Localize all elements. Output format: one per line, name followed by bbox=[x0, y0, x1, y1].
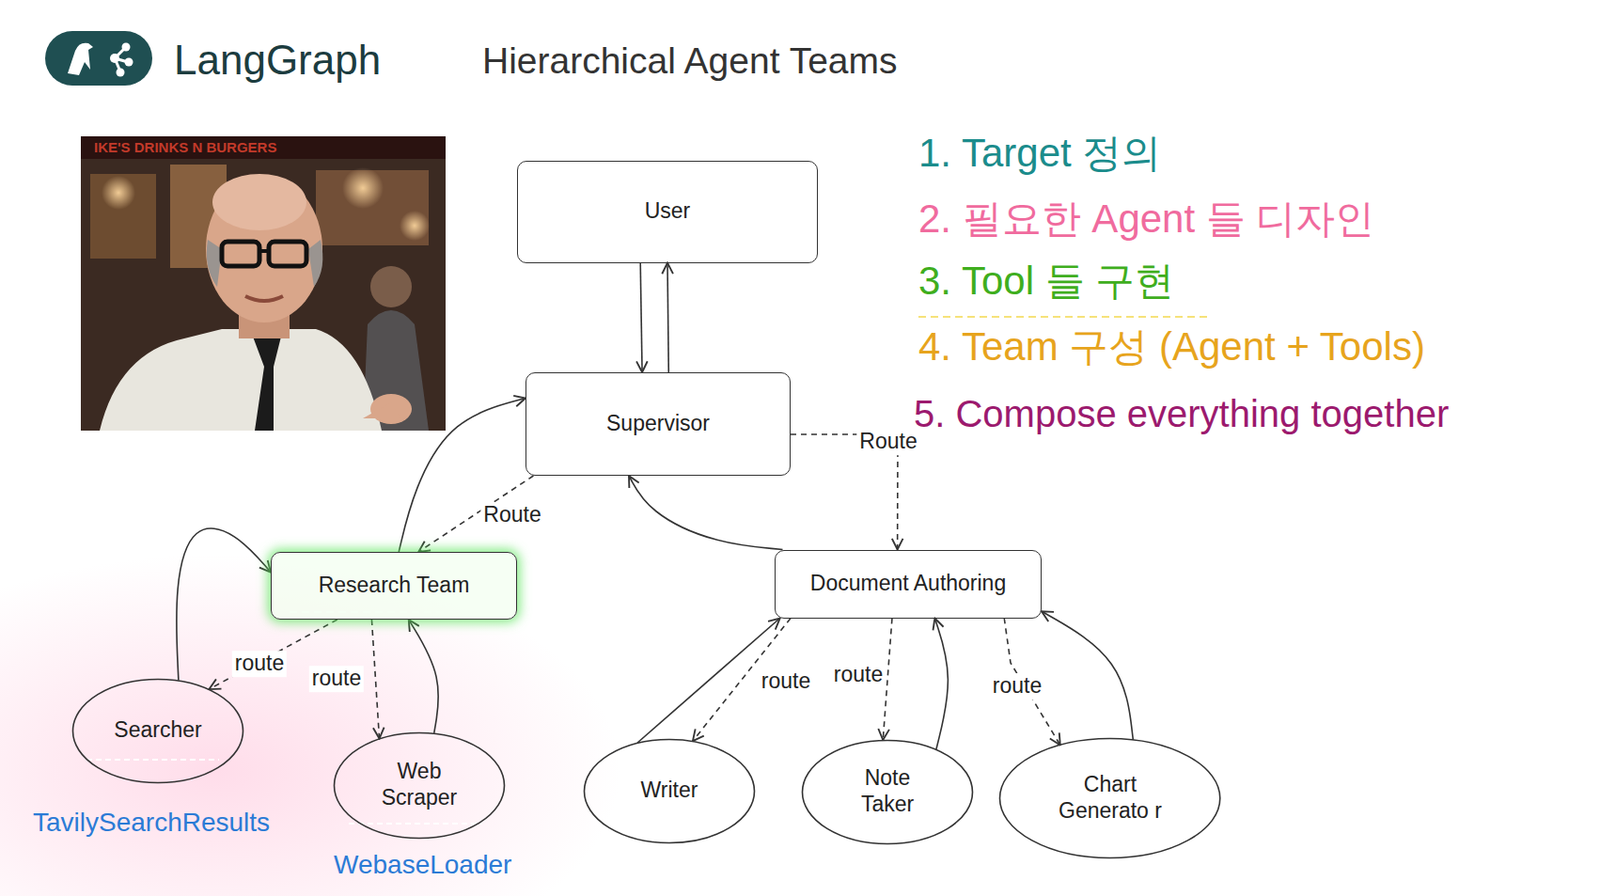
return-arrow bbox=[408, 619, 440, 734]
supervisor-box: Supervisor bbox=[525, 372, 791, 476]
node-label: Research Team bbox=[318, 572, 471, 599]
agent-ellipse: Chart Generato r bbox=[998, 737, 1222, 860]
langgraph-logo-part bbox=[125, 58, 134, 67]
edge-label: route bbox=[309, 665, 364, 692]
speaker-photo-part bbox=[90, 173, 157, 259]
langgraph-logo-part bbox=[45, 31, 153, 86]
speaker-photo-part bbox=[259, 249, 269, 253]
return-arrow bbox=[1041, 611, 1133, 740]
speaker-photo-part bbox=[245, 296, 283, 301]
route-arrow bbox=[371, 619, 379, 739]
langgraph-logo-part bbox=[116, 68, 126, 78]
langgraph-logo-part bbox=[67, 43, 94, 76]
tool-name: WebaseLoader bbox=[333, 848, 512, 881]
agent-ellipse: Writer bbox=[582, 737, 756, 845]
edge-label: route bbox=[989, 673, 1045, 700]
team-box: Research Team bbox=[270, 551, 518, 620]
speaker-photo-part bbox=[221, 241, 260, 267]
speaker-photo-part bbox=[370, 266, 412, 308]
team-box: Document Authoring bbox=[774, 549, 1042, 619]
speaker-photo-part bbox=[101, 175, 136, 210]
agent-ellipse: Web Scraper bbox=[332, 731, 506, 840]
speaker-photo-part bbox=[250, 329, 283, 431]
return-arrow bbox=[934, 618, 948, 750]
return-arrow bbox=[667, 263, 669, 374]
speaker-photo-part bbox=[342, 167, 384, 209]
ellipse-outline bbox=[1000, 738, 1221, 859]
speaker-photo-part bbox=[268, 241, 307, 267]
highlight-underlines-part bbox=[918, 315, 1208, 318]
photo-sign: IKE'S DRINKS N BURGERS bbox=[94, 139, 277, 157]
speaker-photo-part bbox=[362, 402, 401, 419]
step-item: 3. Tool 들 구현 bbox=[918, 257, 1175, 305]
node-label: Supervisor bbox=[606, 410, 710, 438]
speaker-photo-part bbox=[80, 136, 446, 431]
step-item: 1. Target 정의 bbox=[918, 129, 1161, 177]
edge-label: route bbox=[232, 650, 287, 677]
page-title: Hierarchical Agent Teams bbox=[482, 39, 898, 84]
edge-label: Route bbox=[480, 501, 544, 529]
brand-name: LangGraph bbox=[173, 35, 381, 86]
speaker-photo-part bbox=[80, 136, 446, 159]
ellipse-outline bbox=[802, 739, 973, 844]
highlight-underlines-part bbox=[86, 758, 220, 761]
node-label: Note Taker bbox=[845, 765, 930, 817]
node-label: User bbox=[644, 198, 691, 225]
tool-name: TavilySearchResults bbox=[32, 806, 270, 839]
speaker-photo-part bbox=[362, 310, 429, 431]
step-item: 2. 필요한 Agent 들 디자인 bbox=[918, 195, 1375, 243]
highlight-underlines-part bbox=[348, 821, 483, 827]
return-arrow bbox=[640, 263, 643, 374]
node-label: Chart Generato r bbox=[1035, 771, 1185, 824]
return-arrow bbox=[398, 398, 526, 553]
edge-label: route bbox=[758, 668, 814, 695]
langgraph-logo-part bbox=[122, 43, 131, 52]
speaker-photo bbox=[80, 136, 446, 431]
speaker-photo-part bbox=[212, 173, 307, 231]
langgraph-logo-part bbox=[109, 53, 120, 63]
actor-box: User bbox=[517, 160, 818, 264]
agent-ellipse: Searcher bbox=[71, 677, 245, 785]
ellipse-outline bbox=[73, 678, 244, 783]
node-label: Searcher bbox=[113, 717, 202, 744]
ellipse-outline bbox=[584, 738, 755, 843]
edge-label: route bbox=[831, 661, 886, 689]
highlight-underlines-part bbox=[918, 313, 1208, 320]
edge-label: Route bbox=[856, 428, 920, 455]
langgraph-logo bbox=[45, 31, 153, 86]
step-item: 5. Compose everything together bbox=[913, 391, 1449, 437]
highlight-underlines-part bbox=[348, 822, 483, 825]
agent-ellipse: Note Taker bbox=[800, 738, 974, 846]
node-label: Web Scraper bbox=[372, 758, 467, 811]
highlight-underlines-part bbox=[86, 757, 220, 763]
ellipse-outline bbox=[334, 732, 505, 838]
return-arrow bbox=[628, 475, 784, 550]
step-item: 4. Team 구성 (Agent + Tools) bbox=[918, 323, 1426, 371]
speaker-photo-part bbox=[99, 329, 382, 431]
speaker-photo-part bbox=[308, 239, 323, 287]
node-label: Document Authoring bbox=[810, 570, 1006, 597]
speaker-photo-part bbox=[399, 210, 430, 241]
node-label: Writer bbox=[641, 777, 699, 804]
highlight-underlines bbox=[86, 316, 1208, 824]
